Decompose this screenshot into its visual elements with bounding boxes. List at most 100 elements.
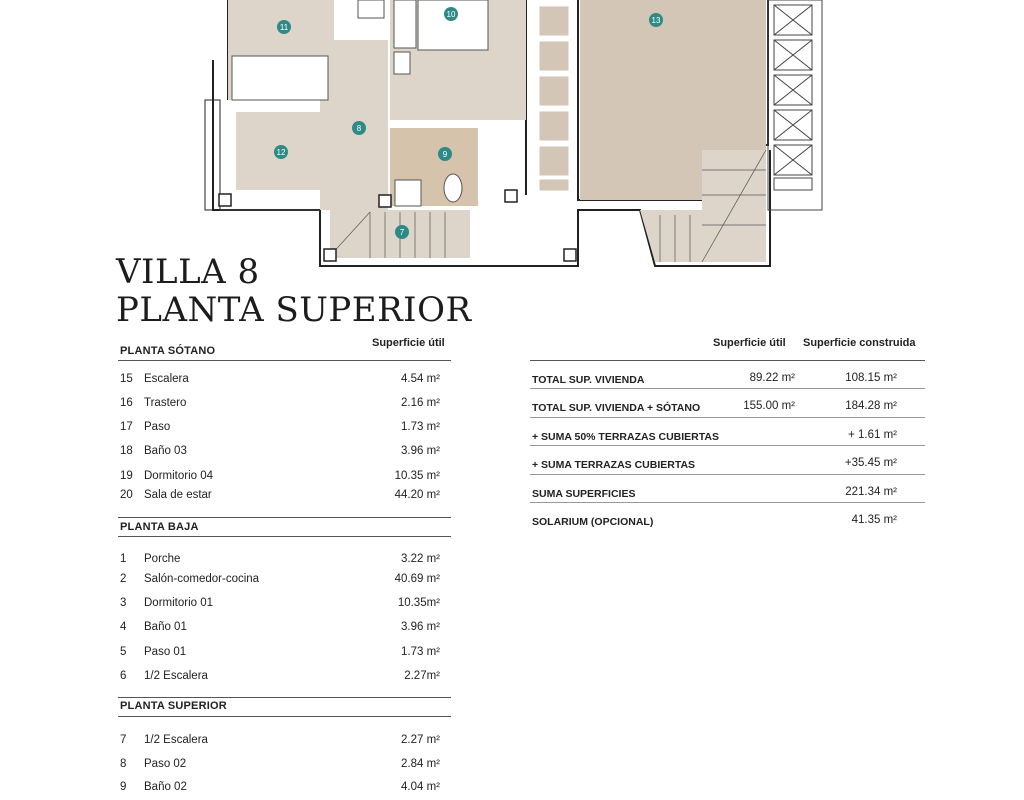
room-name: Escalera (144, 373, 189, 385)
summary-util: 155.00 m² (743, 400, 795, 412)
room-area: 1.73 m² (401, 421, 440, 433)
room-name: Salón-comedor-cocina (144, 573, 260, 585)
room-area: 2.27 m² (401, 734, 440, 746)
room-number: 20 (120, 489, 133, 501)
room-area: 2.27m² (404, 670, 440, 682)
summary-row: SOLARIUM (OPCIONAL) 41.35 m² (532, 514, 897, 528)
room-name: Baño 01 (144, 621, 187, 633)
section-title: PLANTA SUPERIOR (120, 700, 227, 712)
table-row: 19 Dormitorio 04 10.35 m² (120, 470, 440, 484)
room-area: 3.22 m² (401, 553, 440, 565)
room-area: 4.04 m² (401, 781, 440, 793)
table-row: 6 1/2 Escalera 2.27m² (120, 670, 440, 684)
room-number: 18 (120, 445, 133, 457)
floor-plan: 11 10 13 8 12 9 7 (204, 0, 823, 267)
summary-label: SUMA SUPERFICIES (532, 488, 636, 500)
summary-construida: + 1.61 m² (848, 429, 897, 441)
room-name: Porche (144, 553, 181, 565)
divider (530, 445, 925, 446)
room-label: 11 (280, 23, 289, 32)
summary-row: + SUMA TERRAZAS CUBIERTAS +35.45 m² (532, 457, 897, 471)
room-number: 8 (120, 758, 127, 770)
room-number: 9 (120, 781, 127, 793)
table-row: 8 Paso 02 2.84 m² (120, 758, 440, 772)
summary-construida: +35.45 m² (844, 457, 897, 469)
room-number: 3 (120, 597, 127, 609)
room-name: Paso 02 (144, 758, 187, 770)
section-title: PLANTA SÓTANO (120, 345, 216, 357)
room-name: 1/2 Escalera (144, 670, 208, 682)
table-row: 17 Paso 1.73 m² (120, 421, 440, 435)
room-name: Paso (144, 421, 171, 433)
room-number: 17 (120, 421, 133, 433)
room-label: 8 (357, 124, 362, 133)
room-number: 16 (120, 397, 133, 409)
summary-construida: 108.15 m² (845, 372, 897, 384)
divider (530, 388, 925, 389)
page-title: VILLA 8 (116, 252, 260, 292)
summary-row: SUMA SUPERFICIES 221.34 m² (532, 486, 897, 500)
summary-label: TOTAL SUP. VIVIENDA (532, 374, 645, 386)
room-label: 7 (400, 228, 405, 237)
room-label: 13 (652, 16, 661, 25)
room-number: 2 (120, 573, 127, 585)
room-area: 10.35m² (397, 597, 440, 609)
room-area: 3.96 m² (401, 621, 440, 633)
summary-label: + SUMA TERRAZAS CUBIERTAS (532, 459, 696, 471)
room-area: 2.84 m² (401, 758, 440, 770)
table-row: 20 Sala de estar 44.20 m² (120, 489, 440, 503)
summary-row: TOTAL SUP. VIVIENDA 89.22 m² 108.15 m² (532, 372, 897, 386)
summary-label: SOLARIUM (OPCIONAL) (532, 516, 654, 528)
column-header-util: Superficie útil (372, 337, 445, 349)
divider (118, 360, 451, 361)
divider (530, 502, 925, 503)
summary-util: 89.22 m² (749, 372, 795, 384)
room-number: 4 (120, 621, 127, 633)
summary-construida: 184.28 m² (845, 400, 897, 412)
divider (118, 536, 451, 537)
room-area: 10.35 m² (394, 470, 440, 482)
room-name: Trastero (144, 397, 187, 409)
room-number: 19 (120, 470, 133, 482)
table-row: 15 Escalera 4.54 m² (120, 373, 440, 387)
section-title: PLANTA BAJA (120, 521, 199, 533)
summary-construida: 221.34 m² (845, 486, 897, 498)
room-name: Paso 01 (144, 646, 187, 658)
table-row: 9 Baño 02 4.04 m² (120, 781, 440, 795)
divider (530, 474, 925, 475)
summary-row: + SUMA 50% TERRAZAS CUBIERTAS+ 1.61 m² (532, 429, 897, 443)
table-row: 4 Baño 01 3.96 m² (120, 621, 440, 635)
divider (118, 716, 451, 717)
column-header-construida: Superficie construida (803, 337, 916, 349)
table-row: 7 1/2 Escalera 2.27 m² (120, 734, 440, 748)
divider (118, 697, 451, 698)
room-name: Sala de estar (144, 489, 212, 501)
page-subtitle: PLANTA SUPERIOR (116, 290, 472, 330)
room-number: 6 (120, 670, 127, 682)
divider (530, 360, 925, 361)
room-label: 12 (277, 148, 286, 157)
room-number: 5 (120, 646, 127, 658)
column-header-util: Superficie útil (713, 337, 786, 349)
room-number: 1 (120, 553, 127, 565)
table-row: 1 Porche 3.22 m² (120, 553, 440, 567)
room-area: 4.54 m² (401, 373, 440, 385)
room-number: 7 (120, 734, 127, 746)
room-area: 44.20 m² (394, 489, 440, 501)
divider (530, 417, 925, 418)
room-number: 15 (120, 373, 133, 385)
room-name: 1/2 Escalera (144, 734, 208, 746)
table-row: 2 Salón-comedor-cocina 40.69 m² (120, 573, 440, 587)
room-label: 9 (443, 150, 448, 159)
room-name: Baño 02 (144, 781, 187, 793)
divider (118, 517, 451, 518)
room-name: Dormitorio 04 (144, 470, 214, 482)
table-row: 5 Paso 01 1.73 m² (120, 646, 440, 660)
summary-construida: 41.35 m² (851, 514, 897, 526)
room-area: 3.96 m² (401, 445, 440, 457)
room-area: 1.73 m² (401, 646, 440, 658)
room-area: 40.69 m² (394, 573, 440, 585)
